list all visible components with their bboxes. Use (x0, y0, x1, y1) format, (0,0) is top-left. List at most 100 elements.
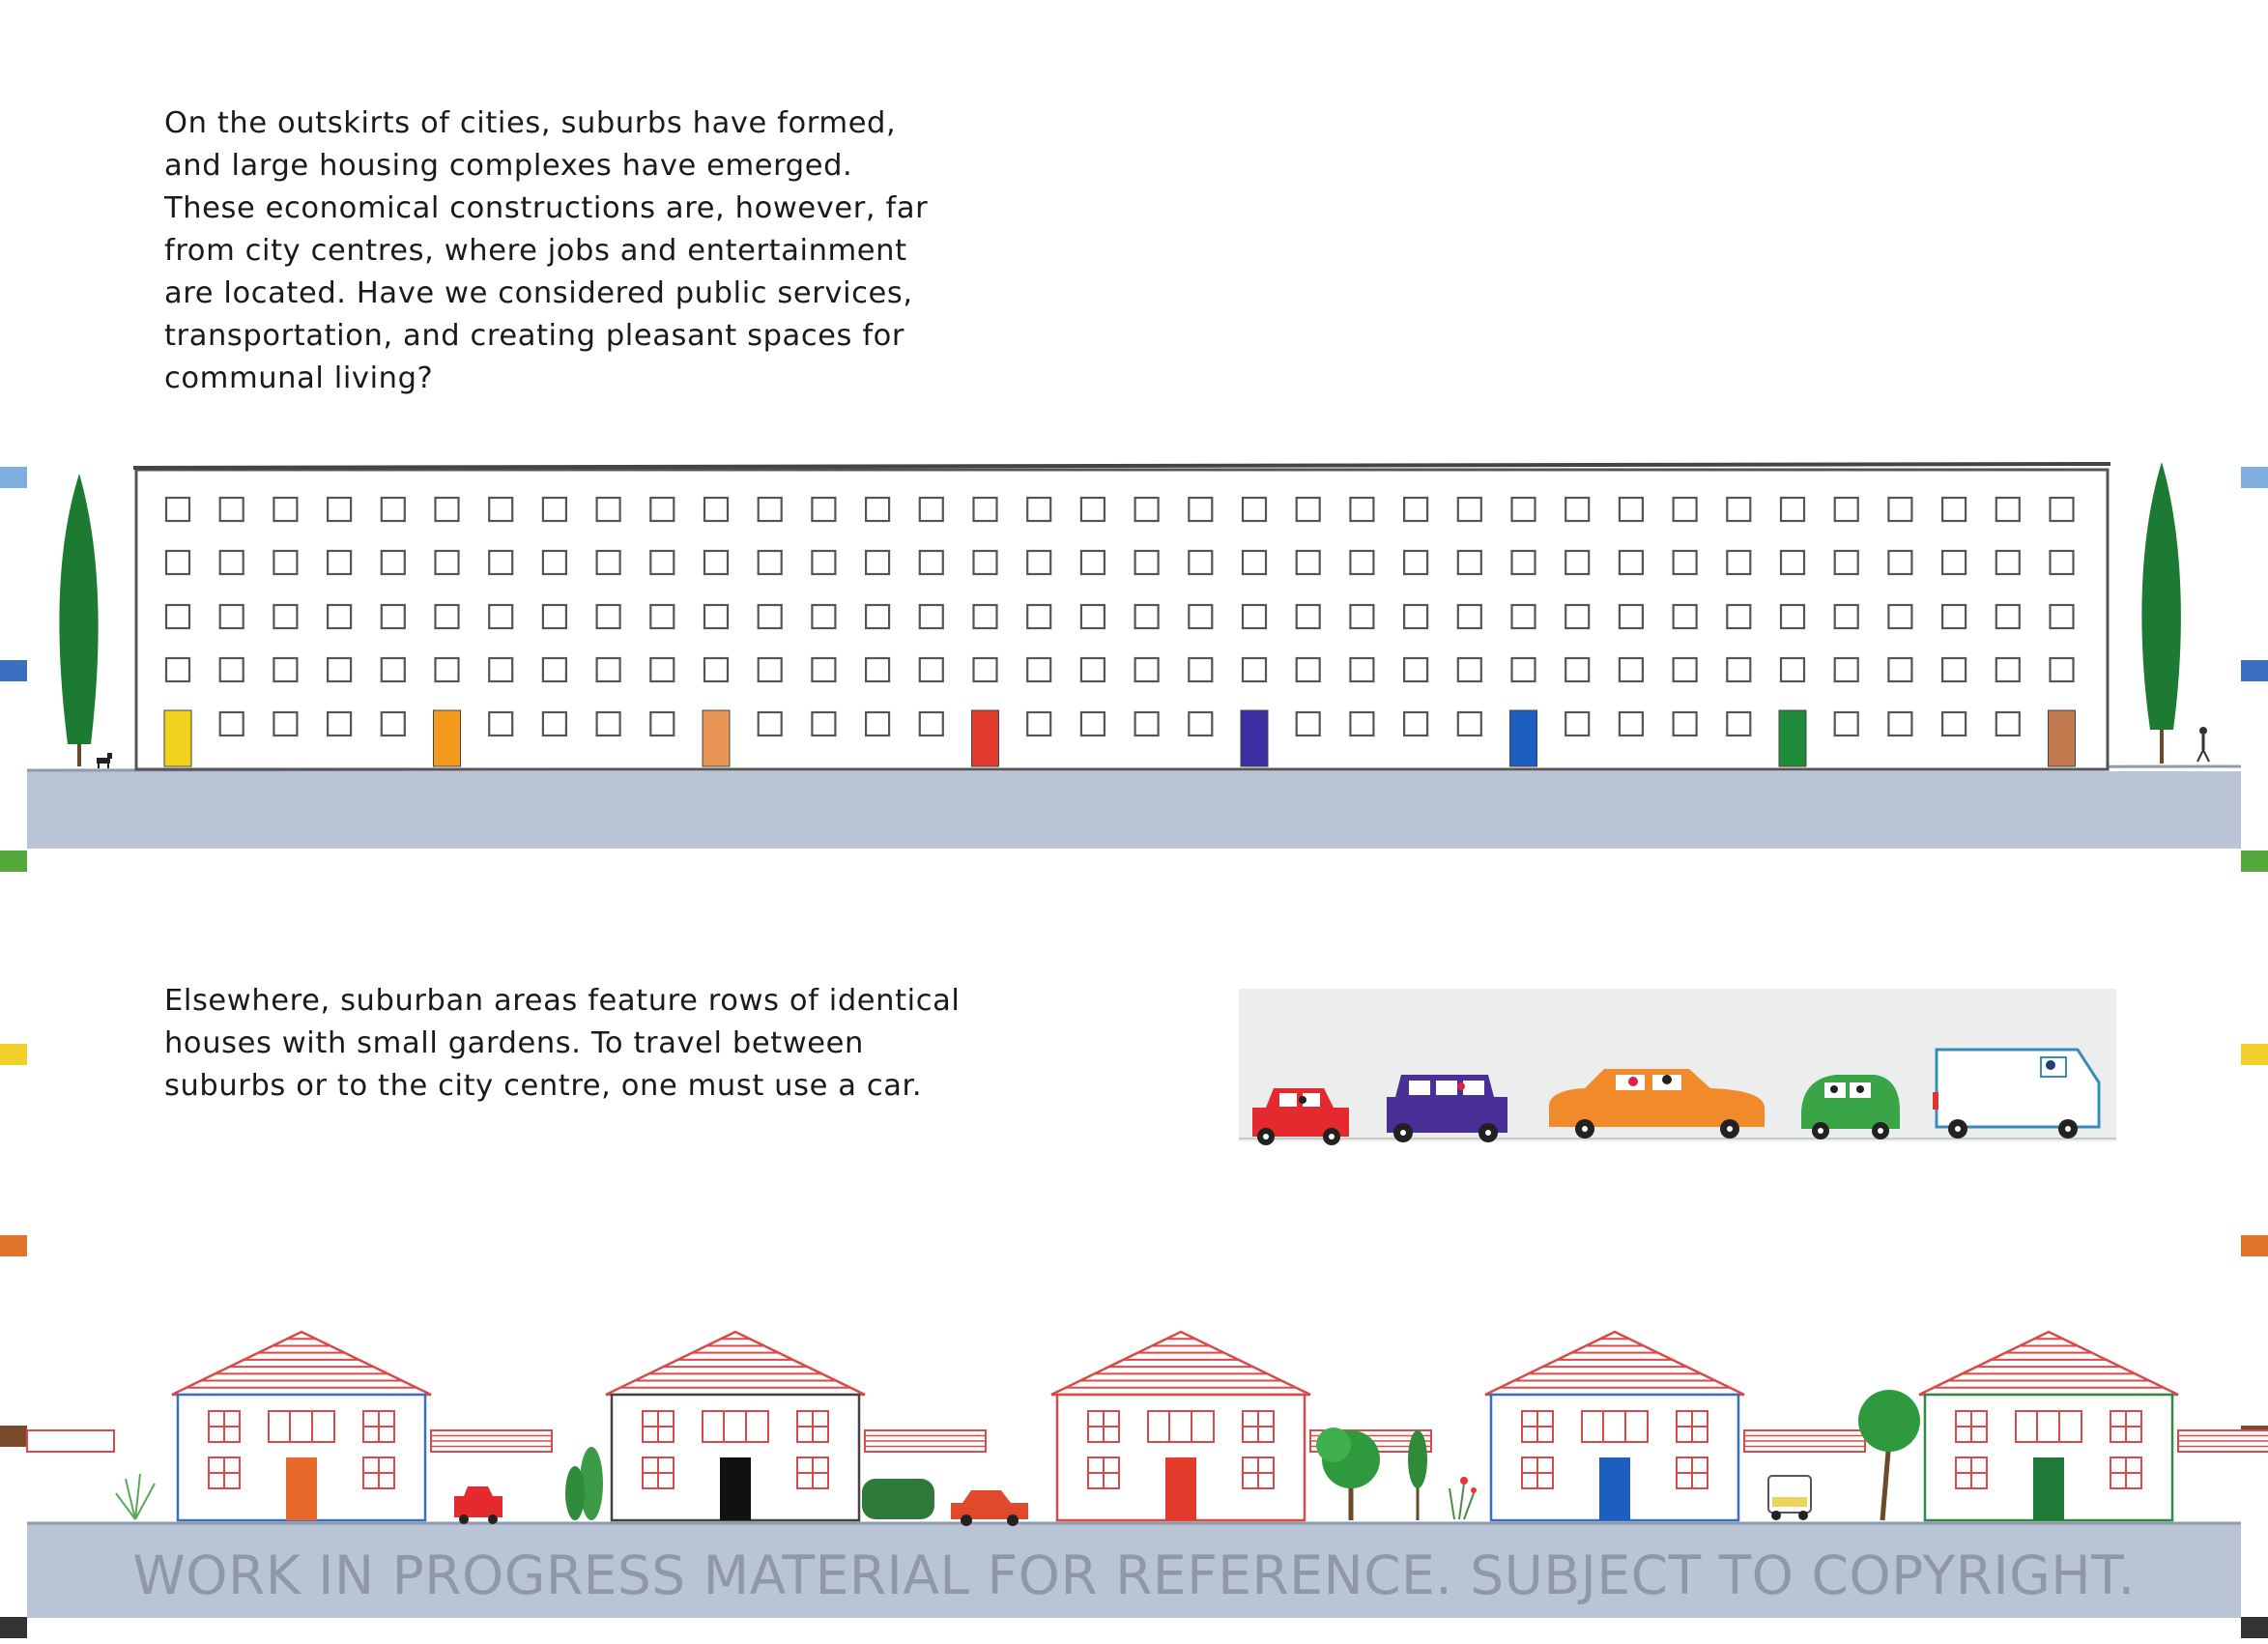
window-icon (1402, 496, 1429, 523)
window-icon (649, 549, 675, 576)
window-icon (1833, 710, 1859, 737)
window-icon (1241, 603, 1268, 630)
red-car-icon (951, 1490, 1028, 1526)
window-icon (1079, 656, 1106, 683)
paragraph-suburban-areas: Elsewhere, suburban areas feature rows o… (164, 980, 960, 1108)
window-icon (595, 603, 621, 630)
window-icon (1833, 603, 1859, 630)
window-icon (1456, 496, 1482, 523)
window-icon (595, 496, 621, 523)
purple-car-icon (1387, 1075, 1507, 1142)
window-icon (1833, 549, 1859, 576)
window-icon (757, 496, 783, 523)
window-icon (2049, 549, 2075, 576)
delivery-van-icon (1933, 1048, 2101, 1139)
crop-mark (2241, 1617, 2268, 1638)
window-icon (649, 710, 675, 737)
window-icon (380, 549, 406, 576)
window-icon (1295, 496, 1321, 523)
window-icon (1510, 549, 1536, 576)
window-icon (1026, 656, 1052, 683)
window-icon (164, 496, 191, 523)
window-icon (1026, 496, 1052, 523)
window-icon (1940, 496, 1967, 523)
window-icon (273, 603, 299, 630)
window-icon (1995, 710, 2021, 737)
window-icon (811, 656, 837, 683)
window-icon (864, 603, 891, 630)
window-icon (1618, 603, 1645, 630)
window-icon (757, 549, 783, 576)
window-icon (1295, 549, 1321, 576)
window-icon (164, 549, 191, 576)
window-icon (918, 603, 944, 630)
text-line: transportation, and creating pleasant sp… (164, 319, 905, 353)
window-icon (1134, 496, 1160, 523)
text-line: are located. Have we considered public s… (164, 276, 913, 310)
window-icon (918, 710, 944, 737)
window-icon (1349, 656, 1375, 683)
tree-icon (2141, 462, 2181, 764)
window-icon (1188, 496, 1214, 523)
window-icon (649, 496, 675, 523)
window-icon (703, 656, 730, 683)
text-line: communal living? (164, 361, 434, 395)
window-icon (1726, 710, 1752, 737)
window-icon (757, 603, 783, 630)
window-icon (1349, 603, 1375, 630)
window-icon (1456, 603, 1482, 630)
window-icon (1887, 603, 1913, 630)
crop-mark (0, 467, 27, 488)
tree-icon (1316, 1428, 1380, 1520)
window-icon (380, 496, 406, 523)
window-icon (1134, 549, 1160, 576)
door-icon (163, 709, 192, 767)
window-icon (541, 656, 568, 683)
window-icon (1618, 549, 1645, 576)
window-icon (1241, 656, 1268, 683)
window-icon (1241, 549, 1268, 576)
window-icon (1779, 496, 1806, 523)
window-icon (972, 603, 998, 630)
window-icon (811, 603, 837, 630)
window-icon (434, 549, 460, 576)
window-icon (1565, 603, 1591, 630)
building-doors (163, 709, 2076, 767)
window-icon (595, 656, 621, 683)
window-icon (488, 603, 514, 630)
window-icon (1672, 710, 1698, 737)
window-icon (2049, 496, 2075, 523)
crop-mark (0, 1235, 27, 1256)
crop-mark (2241, 851, 2268, 872)
crop-mark (0, 1426, 27, 1447)
window-icon (1402, 549, 1429, 576)
door-icon (1240, 709, 1269, 767)
yellow-car-icon (1767, 1475, 1812, 1520)
crop-mark (2241, 1235, 2268, 1256)
window-icon (649, 603, 675, 630)
window-icon (811, 710, 837, 737)
window-icon (1402, 603, 1429, 630)
window-icon (864, 710, 891, 737)
window-icon (1456, 710, 1482, 737)
window-icon (1565, 710, 1591, 737)
orange-car-icon (1548, 1069, 1766, 1139)
door-icon (702, 709, 731, 767)
window-icon (1672, 496, 1698, 523)
window-icon (541, 549, 568, 576)
window-icon (1349, 549, 1375, 576)
window-icon (1295, 656, 1321, 683)
window-icon (595, 549, 621, 576)
window-icon (1672, 656, 1698, 683)
window-icon (1940, 710, 1967, 737)
window-icon (1887, 656, 1913, 683)
window-icon (327, 656, 353, 683)
window-icon (1026, 603, 1052, 630)
window-icon (1134, 656, 1160, 683)
text-line: These economical constructions are, howe… (164, 191, 929, 225)
window-icon (327, 603, 353, 630)
window-icon (273, 549, 299, 576)
window-icon (218, 656, 244, 683)
bush-icon (565, 1447, 603, 1520)
window-icon (273, 496, 299, 523)
